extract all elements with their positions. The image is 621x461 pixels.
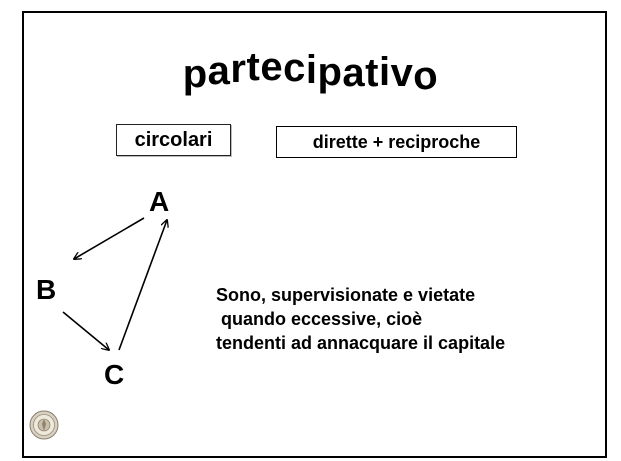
- slide-frame: [22, 11, 607, 458]
- node-b: B: [36, 274, 57, 305]
- title-char: i: [305, 48, 318, 92]
- title-text: p a r t e c i p a t i v o: [183, 45, 441, 99]
- note-text: Sono, supervisionate e vietate quando ec…: [216, 283, 505, 355]
- title-char: a: [207, 49, 231, 93]
- node-a: A: [149, 186, 170, 217]
- arrow-b-to-c: [62, 311, 109, 350]
- title-char: c: [283, 46, 306, 90]
- title-char: p: [317, 50, 343, 94]
- slide-title: p a r t e c i p a t i v o: [0, 45, 621, 99]
- title-char: t: [246, 45, 261, 89]
- circolari-label: circolari: [116, 124, 231, 156]
- arrow-a-to-b: [74, 217, 145, 259]
- title-char: a: [342, 51, 366, 95]
- dirette-reciproche-label: dirette + reciproche: [276, 126, 517, 158]
- arrow-c-to-a: [118, 220, 167, 351]
- note-line: Sono, supervisionate e vietate: [216, 285, 476, 305]
- university-seal-icon: [29, 410, 59, 440]
- node-c: C: [104, 359, 125, 390]
- title-char: e: [260, 45, 284, 89]
- title-char: r: [230, 47, 247, 91]
- title-char: v: [390, 51, 414, 95]
- title-char: p: [182, 52, 208, 96]
- note-line: quando eccessive, cioè: [216, 309, 423, 329]
- note-line: tendenti ad annacquare il capitale: [216, 333, 506, 353]
- title-char: t: [365, 51, 379, 95]
- title-char: i: [378, 50, 391, 94]
